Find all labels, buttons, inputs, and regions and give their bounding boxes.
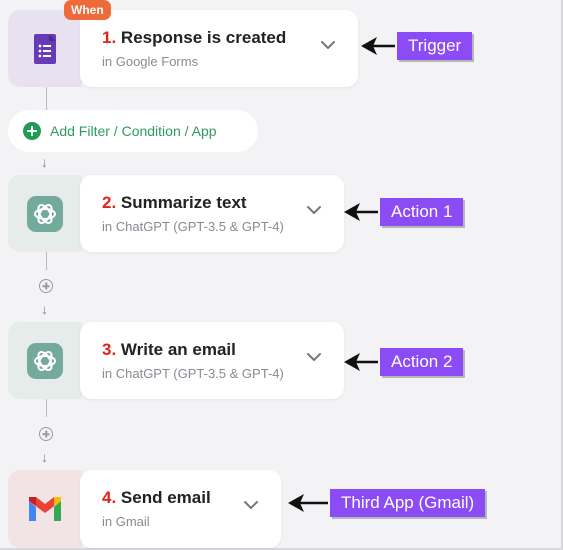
step-2-action[interactable]: 2. Summarize text in ChatGPT (GPT-3.5 & … — [8, 175, 344, 252]
step-4-title-text: Send email — [120, 488, 211, 507]
bottom-edge-divider — [0, 548, 563, 550]
step-4-title: 4. Send email — [102, 488, 281, 508]
step-3-number: 3. — [102, 340, 117, 359]
callout-label: Action 1 — [380, 198, 464, 226]
left-arrow-icon — [344, 203, 378, 221]
callout-label: Action 2 — [380, 348, 464, 376]
right-edge-divider — [561, 0, 563, 550]
step-3-title-text: Write an email — [120, 340, 236, 359]
add-step-icon[interactable] — [39, 427, 53, 441]
chevron-down-icon[interactable] — [306, 205, 322, 215]
google-forms-icon — [34, 33, 56, 64]
step-4-number: 4. — [102, 488, 117, 507]
callout-label: Trigger — [397, 32, 473, 60]
step-3-title: 3. Write an email — [102, 340, 344, 360]
add-filter-label: Add Filter / Condition / App — [50, 123, 217, 139]
gmail-icon — [29, 497, 61, 521]
step-3-card[interactable]: 3. Write an email in ChatGPT (GPT-3.5 & … — [80, 322, 344, 399]
callout-third-app: Third App (Gmail) — [286, 489, 486, 517]
step-4-app-tile — [8, 470, 82, 548]
callout-label: Third App (Gmail) — [330, 489, 486, 517]
step-4-card[interactable]: 4. Send email in Gmail — [80, 470, 281, 548]
add-step-icon[interactable] — [39, 279, 53, 293]
step-2-number: 2. — [102, 193, 117, 212]
step-2-title: 2. Summarize text — [102, 193, 344, 213]
step-1-app-name: in Google Forms — [102, 54, 199, 69]
chevron-down-icon[interactable] — [306, 352, 322, 362]
step-2-app-name: in ChatGPT (GPT-3.5 & GPT-4) — [102, 219, 284, 234]
step-1-app-tile — [8, 10, 82, 87]
step-2-card[interactable]: 2. Summarize text in ChatGPT (GPT-3.5 & … — [80, 175, 344, 252]
step-1-card[interactable]: 1. Response is created in Google Forms — [80, 10, 358, 87]
left-arrow-icon — [361, 37, 395, 55]
chatgpt-icon — [27, 342, 63, 379]
left-arrow-icon — [288, 494, 328, 512]
chevron-down-icon[interactable] — [243, 500, 259, 510]
add-filter-button[interactable]: Add Filter / Condition / App — [8, 110, 258, 152]
step-1-title-text: Response is created — [120, 28, 287, 47]
arrow-down-icon: ↓ — [41, 449, 48, 465]
connector-line — [46, 87, 47, 110]
step-1-number: 1. — [102, 28, 117, 47]
arrow-down-icon: ↓ — [41, 154, 48, 170]
when-trigger-badge: When — [64, 0, 111, 20]
left-arrow-icon — [344, 353, 378, 371]
plus-circle-icon — [23, 122, 41, 140]
callout-action-2: Action 2 — [342, 348, 464, 376]
step-2-app-tile — [8, 175, 82, 252]
callout-action-1: Action 1 — [342, 198, 464, 226]
step-1-trigger[interactable]: 1. Response is created in Google Forms — [8, 10, 358, 87]
step-4-action[interactable]: 4. Send email in Gmail — [8, 470, 281, 548]
chatgpt-icon — [27, 195, 63, 232]
connector-line — [46, 399, 47, 417]
connector-line — [46, 252, 47, 270]
step-3-app-name: in ChatGPT (GPT-3.5 & GPT-4) — [102, 366, 284, 381]
chevron-down-icon[interactable] — [320, 40, 336, 50]
arrow-down-icon: ↓ — [41, 301, 48, 317]
step-2-title-text: Summarize text — [120, 193, 247, 212]
step-3-app-tile — [8, 322, 82, 399]
step-1-title: 1. Response is created — [102, 28, 358, 48]
step-4-app-name: in Gmail — [102, 514, 150, 529]
callout-trigger: Trigger — [359, 32, 473, 60]
step-3-action[interactable]: 3. Write an email in ChatGPT (GPT-3.5 & … — [8, 322, 344, 399]
